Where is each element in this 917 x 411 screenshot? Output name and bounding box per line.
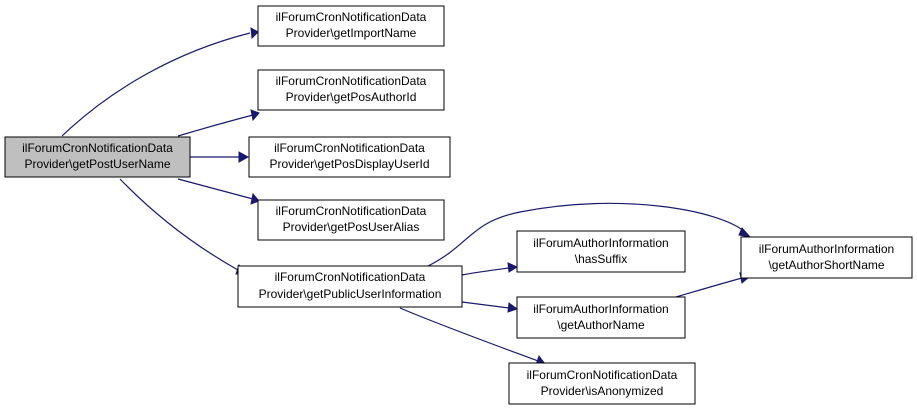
node-label-line1: ilForumCronNotificationData bbox=[22, 141, 173, 155]
node-getPostUserName[interactable]: ilForumCronNotificationData Provider\get… bbox=[4, 136, 191, 178]
node-label-line1: ilForumAuthorInformation bbox=[759, 242, 894, 256]
edge-public-to-getAuthorShortName bbox=[427, 202, 752, 267]
node-getAuthorShortName[interactable]: ilForumAuthorInformation \getAuthorShort… bbox=[740, 236, 913, 279]
node-box bbox=[257, 5, 445, 47]
node-label-line2: \hasSuffix bbox=[575, 252, 627, 266]
node-label-line2: Provider\getPostUserName bbox=[24, 157, 170, 171]
node-box bbox=[508, 362, 696, 405]
node-box bbox=[4, 136, 191, 178]
node-label-line2: Provider\getPosDisplayUserId bbox=[269, 157, 429, 171]
node-label-line2: Provider\getImportName bbox=[286, 26, 417, 40]
node-getPosUserAlias[interactable]: ilForumCronNotificationData Provider\get… bbox=[257, 199, 445, 241]
edge-public-to-getAuthorName bbox=[461, 301, 519, 313]
node-box bbox=[257, 199, 445, 241]
node-label-line1: ilForumCronNotificationData bbox=[274, 141, 425, 155]
edge-root-to-getImportName bbox=[61, 27, 259, 137]
edge-root-to-getPosAuthorId bbox=[177, 109, 260, 137]
node-label-line2: \getAuthorShortName bbox=[768, 258, 884, 272]
node-label-line1: ilForumAuthorInformation bbox=[533, 236, 668, 250]
node-label-line2: Provider\getPosUserAlias bbox=[283, 220, 420, 234]
node-getPosDisplayUserId[interactable]: ilForumCronNotificationData Provider\get… bbox=[248, 136, 451, 178]
node-label-line2: Provider\getPublicUserInformation bbox=[259, 287, 442, 301]
edge-public-to-hasSuffix bbox=[461, 262, 519, 276]
edge-root-to-getPosUserAlias bbox=[177, 178, 260, 205]
edge-root-to-getPublicUserInformation bbox=[119, 178, 246, 275]
node-hasSuffix[interactable]: ilForumAuthorInformation \hasSuffix bbox=[516, 230, 686, 273]
node-box bbox=[257, 69, 445, 111]
node-getImportName[interactable]: ilForumCronNotificationData Provider\get… bbox=[257, 5, 445, 47]
node-label-line2: Provider\isAnonymized bbox=[541, 384, 664, 398]
node-box bbox=[237, 265, 463, 308]
node-box bbox=[516, 230, 686, 273]
node-getPublicUserInformation[interactable]: ilForumCronNotificationData Provider\get… bbox=[237, 265, 463, 308]
node-label-line2: Provider\getPosAuthorId bbox=[286, 90, 417, 104]
node-box bbox=[516, 296, 686, 339]
node-label-line2: \getAuthorName bbox=[557, 318, 645, 332]
node-getPosAuthorId[interactable]: ilForumCronNotificationData Provider\get… bbox=[257, 69, 445, 111]
node-label-line1: ilForumCronNotificationData bbox=[276, 204, 427, 218]
node-isAnonymized[interactable]: ilForumCronNotificationData Provider\isA… bbox=[508, 362, 696, 405]
node-box bbox=[740, 236, 913, 279]
node-label-line1: ilForumCronNotificationData bbox=[527, 368, 678, 382]
edge-root-to-getPosDisplayUserId bbox=[190, 151, 250, 163]
node-label-line1: ilForumAuthorInformation bbox=[533, 302, 668, 316]
node-box bbox=[248, 136, 451, 178]
edge-getAuthorName-to-getAuthorShortName bbox=[675, 272, 750, 298]
node-label-line1: ilForumCronNotificationData bbox=[276, 10, 427, 24]
node-label-line1: ilForumCronNotificationData bbox=[275, 270, 426, 284]
node-label-line1: ilForumCronNotificationData bbox=[276, 74, 427, 88]
node-getAuthorName[interactable]: ilForumAuthorInformation \getAuthorName bbox=[516, 296, 686, 339]
